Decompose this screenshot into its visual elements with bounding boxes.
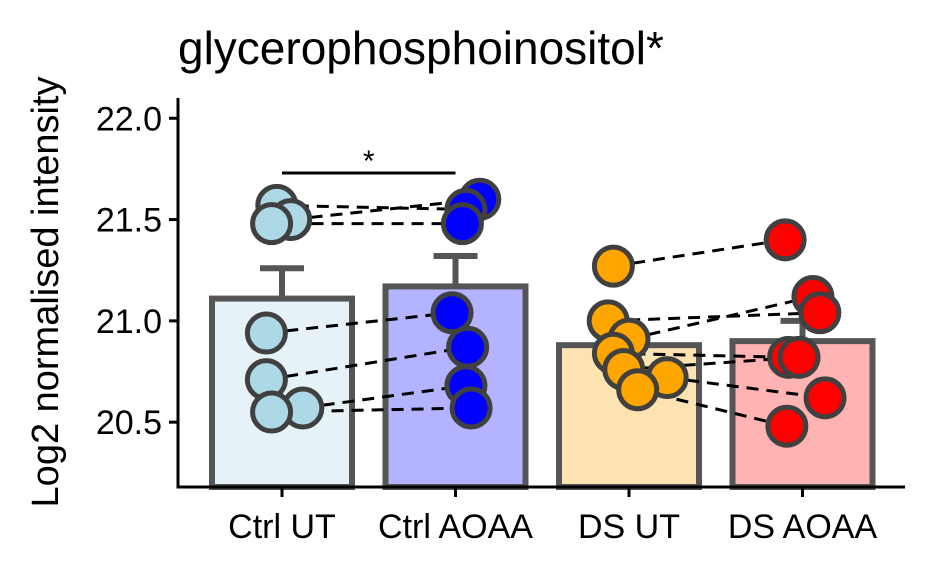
- point-3-5: [803, 376, 847, 420]
- y-tick-label-2: 21.5: [96, 202, 162, 240]
- point-0-3: [244, 311, 288, 355]
- point-1-4: [446, 325, 490, 369]
- pair-line-7: [613, 238, 786, 268]
- point-2-0: [591, 244, 635, 288]
- pair-line-4: [266, 345, 468, 382]
- point-1-3: [430, 291, 474, 335]
- pair-line-0: [276, 203, 466, 211]
- pair-line-6: [271, 406, 472, 414]
- pair-line-8: [608, 311, 820, 323]
- point-3-4: [777, 335, 821, 379]
- y-tick-label-1: 21.0: [96, 303, 162, 341]
- y-axis-label: Log2 normalised intensity: [25, 77, 67, 508]
- point-0-2: [250, 202, 294, 246]
- significance-label-0: *: [363, 145, 375, 178]
- y-tick-label-0: 20.5: [96, 404, 162, 442]
- x-tick-label-0: Ctrl UT: [228, 508, 336, 546]
- x-tick-label-2: DS UT: [578, 508, 680, 546]
- pair-line-1: [290, 197, 480, 222]
- point-0-6: [250, 390, 294, 434]
- point-1-6: [449, 386, 493, 430]
- point-3-2: [798, 291, 842, 335]
- point-3-6: [765, 404, 809, 448]
- y-tick-label-3: 22.0: [96, 100, 162, 138]
- pair-line-5: [302, 384, 467, 410]
- pair-line-3: [266, 311, 453, 335]
- point-2-6: [616, 368, 660, 412]
- pair-line-12: [666, 376, 826, 400]
- x-tick-label-1: Ctrl AOAA: [378, 508, 533, 546]
- pair-line-9: [628, 295, 814, 341]
- point-3-0: [763, 218, 807, 262]
- x-tick-label-3: DS AOAA: [728, 508, 878, 546]
- chart-title: glycerophosphoinositol*: [178, 22, 664, 74]
- point-1-2: [440, 202, 484, 246]
